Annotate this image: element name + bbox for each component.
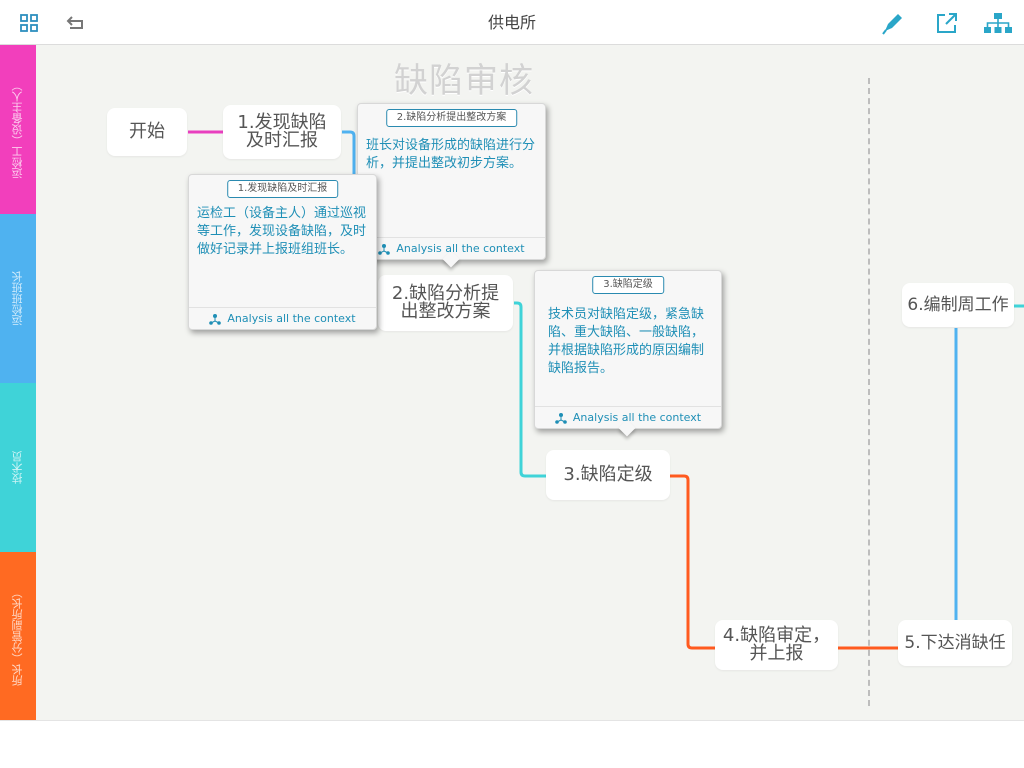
page-title: 供电所: [487, 13, 536, 32]
node-step-1[interactable]: 1.发现缺陷 及时汇报: [223, 105, 341, 159]
analysis-icon: [209, 313, 222, 325]
lane-label: 所长（分管副所长）: [11, 586, 24, 686]
undo-icon[interactable]: [61, 8, 91, 38]
detail-card-step-2[interactable]: 2.缺陷分析提出整改方案 班长对设备形成的缺陷进行分析，并提出整改初步方案。 A…: [357, 103, 546, 268]
node-label: 开始: [129, 121, 165, 142]
analysis-link[interactable]: Analysis all the context: [189, 307, 376, 329]
node-step-5[interactable]: 5.下达消缺任: [898, 620, 1012, 666]
grid-icon[interactable]: [14, 8, 44, 38]
lane-field-worker[interactable]: 运检工（设备主人）: [0, 45, 36, 214]
bottom-strip: [0, 720, 1024, 768]
node-label: 4.缺陷审定， 并上报: [722, 625, 831, 664]
analysis-link[interactable]: Analysis all the context: [535, 406, 721, 428]
card-title: 1.发现缺陷及时汇报: [226, 180, 339, 198]
diagram-title: 缺陷审核: [394, 61, 534, 101]
connector-lines: [188, 130, 1024, 650]
lane-label: 运检班班长: [11, 271, 24, 326]
detail-card-step-3[interactable]: 3.缺陷定级 技术员对缺陷定级，紧急缺陷、重大缺陷、一般缺陷，并根据缺陷形成的原…: [534, 270, 722, 437]
lane-technician[interactable]: 技术员: [0, 383, 36, 552]
node-label: 1.发现缺陷 及时汇报: [237, 112, 327, 151]
detail-card-step-1[interactable]: 1.发现缺陷及时汇报 运检工（设备主人）通过巡视等工作，发现设备缺陷，及时做好记…: [188, 174, 377, 330]
node-start[interactable]: 开始: [107, 108, 187, 156]
node-label: 3.缺陷定级: [563, 464, 653, 485]
card-footer-text: Analysis all the context: [572, 411, 702, 424]
share-icon[interactable]: [932, 8, 962, 38]
node-step-4[interactable]: 4.缺陷审定， 并上报: [715, 620, 838, 670]
diagram-canvas[interactable]: 缺陷审核 开始 1.发现缺陷 及时汇报 2.缺陷分析提 出整改方案 3.缺陷定级…: [36, 45, 1024, 720]
lane-label: 运检工（设备主人）: [11, 80, 24, 179]
org-chart-icon[interactable]: [982, 8, 1014, 38]
node-label: 5.下达消缺任: [904, 633, 1006, 653]
card-title: 2.缺陷分析提出整改方案: [385, 109, 518, 127]
card-title: 3.缺陷定级: [592, 276, 664, 294]
card-footer-text: Analysis all the context: [227, 312, 356, 325]
card-body: 班长对设备形成的缺陷进行分析，并提出整改初步方案。: [366, 138, 536, 171]
node-step-6[interactable]: 6.编制周工作: [902, 283, 1014, 327]
card-footer-text: Analysis all the context: [396, 242, 525, 255]
pen-icon[interactable]: [878, 8, 908, 38]
lane-label: 技术员: [11, 451, 24, 484]
analysis-icon: [378, 243, 391, 255]
top-bar: 供电所: [0, 0, 1024, 45]
node-step-2[interactable]: 2.缺陷分析提 出整改方案: [378, 275, 513, 331]
lane-director[interactable]: 所长（分管副所长）: [0, 552, 36, 720]
node-label: 6.编制周工作: [907, 295, 1009, 315]
node-step-3[interactable]: 3.缺陷定级: [546, 450, 670, 500]
node-label: 2.缺陷分析提 出整改方案: [391, 283, 500, 322]
analysis-icon: [555, 412, 567, 424]
card-body: 技术员对缺陷定级，紧急缺陷、重大缺陷、一般缺陷，并根据缺陷形成的原因编制缺陷报告…: [548, 307, 705, 376]
card-body: 运检工（设备主人）通过巡视等工作，发现设备缺陷，及时做好记录并上报班组班长。: [197, 206, 367, 257]
analysis-link[interactable]: Analysis all the context: [358, 237, 545, 259]
phase-divider: [868, 78, 870, 706]
lane-team-leader[interactable]: 运检班班长: [0, 214, 36, 383]
